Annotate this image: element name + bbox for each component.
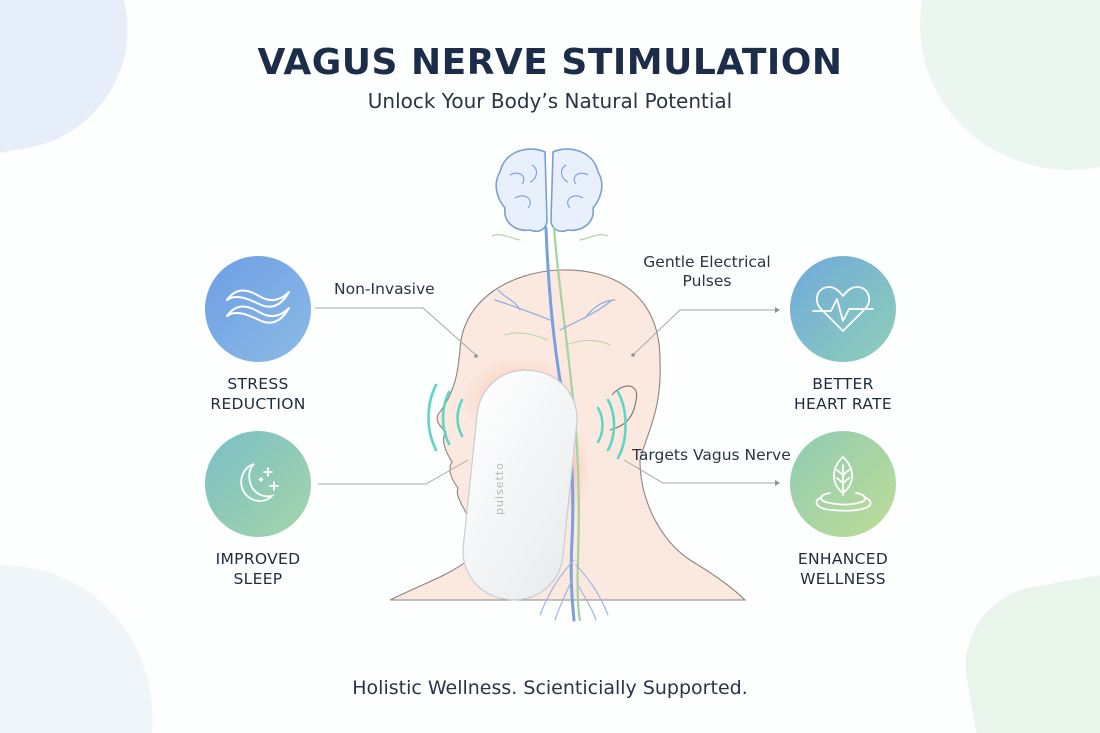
callout-non-invasive: Non-Invasive	[334, 280, 435, 298]
moon-stars-icon	[240, 463, 279, 502]
page-subtitle: Unlock Your Body’s Natural Potential	[367, 89, 733, 113]
waves-icon	[226, 289, 290, 324]
leaf-ripple-icon	[815, 455, 872, 512]
footer-tagline: Holistic Wellness. Scienticially Support…	[352, 677, 748, 699]
benefit-label-line1: BETTER	[812, 375, 874, 393]
brain-icon	[495, 148, 603, 233]
benefit-better-heart-rate: BETTER HEART RATE	[763, 256, 923, 414]
benefit-label-line1: IMPROVED	[215, 550, 301, 568]
benefit-stress-reduction: STRESS REDUCTION	[178, 256, 338, 414]
benefit-circle	[205, 256, 311, 362]
benefit-label-line2: SLEEP	[233, 570, 283, 588]
heart-pulse-icon	[812, 286, 874, 332]
connector-lines	[315, 307, 778, 485]
pulsetto-device-icon: pulsetto	[462, 369, 578, 601]
svg-text:pulsetto: pulsetto	[493, 462, 506, 515]
callout-targets-vagus: Targets Vagus Nerve	[632, 446, 791, 464]
benefit-label-line1: ENHANCED	[797, 550, 889, 568]
benefit-circle	[205, 431, 311, 537]
benefit-enhanced-wellness: ENHANCED WELLNESS	[763, 431, 923, 589]
benefit-label-line2: WELLNESS	[800, 570, 886, 588]
callout-pulses-line1: Gentle Electrical	[643, 253, 771, 271]
callout-gentle-pulses: Gentle Electrical Pulses	[643, 253, 771, 291]
benefit-label-line2: HEART RATE	[794, 395, 892, 413]
benefit-label-line1: STRESS	[227, 375, 289, 393]
benefit-circle	[790, 431, 896, 537]
pulse-waves-icon	[427, 383, 627, 460]
benefit-label-line2: REDUCTION	[210, 395, 306, 413]
benefit-circle	[790, 256, 896, 362]
benefit-improved-sleep: IMPROVED SLEEP	[178, 431, 338, 589]
page-title: VAGUS NERVE STIMULATION	[257, 42, 843, 83]
callout-pulses-line2: Pulses	[682, 272, 732, 290]
